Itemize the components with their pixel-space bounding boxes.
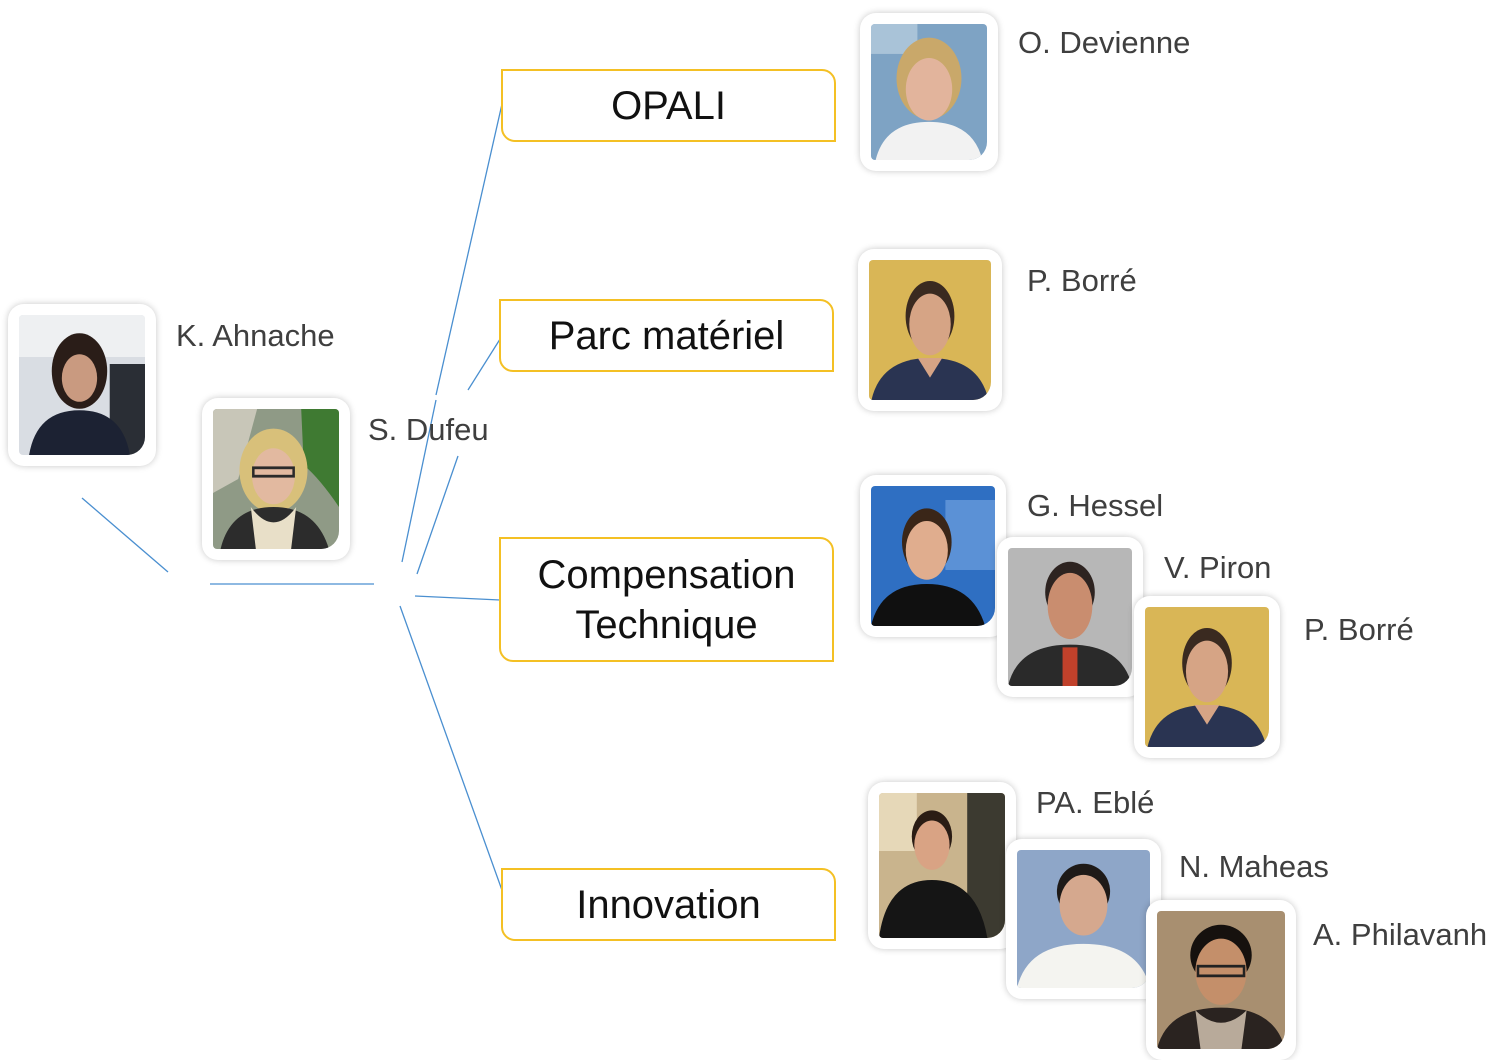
photo-p-borre-compensation xyxy=(1134,596,1280,758)
connector-to-opali xyxy=(435,103,503,396)
team-label-parc-materiel: Parc matériel xyxy=(548,313,785,358)
connector-root-diagonal xyxy=(81,497,169,573)
team-box-innovation: Innovation xyxy=(501,868,836,941)
name-pa-eble: PA. Eblé xyxy=(1036,785,1155,820)
connector-to-parc-lower xyxy=(401,399,437,563)
photo-s-dufeu xyxy=(202,398,350,560)
name-k-ahnache: K. Ahnache xyxy=(176,318,335,353)
name-o-devienne: O. Devienne xyxy=(1018,25,1191,60)
connector-to-compensation-upper xyxy=(416,455,459,575)
team-label-compensation-technique: Compensation Technique xyxy=(537,552,796,647)
connector-to-innovation xyxy=(399,605,504,894)
photo-g-hessel xyxy=(860,475,1006,637)
photo-n-maheas xyxy=(1006,839,1161,999)
team-box-opali: OPALI xyxy=(501,69,836,142)
name-s-dufeu: S. Dufeu xyxy=(368,412,489,447)
name-p-borre-parc: P. Borré xyxy=(1027,263,1137,298)
name-a-philavanh: A. Philavanh xyxy=(1313,917,1488,952)
connector-to-compensation xyxy=(414,595,501,601)
name-g-hessel: G. Hessel xyxy=(1027,488,1164,523)
photo-pa-eble xyxy=(868,782,1016,949)
photo-v-piron xyxy=(997,537,1143,697)
connector-to-parc xyxy=(467,335,503,391)
photo-a-philavanh xyxy=(1146,900,1296,1060)
photo-p-borre-parc xyxy=(858,249,1002,411)
name-n-maheas: N. Maheas xyxy=(1179,849,1329,884)
photo-o-devienne xyxy=(860,13,998,171)
team-box-compensation-technique: Compensation Technique xyxy=(499,537,834,662)
team-label-opali: OPALI xyxy=(611,83,726,128)
team-label-innovation: Innovation xyxy=(576,882,761,927)
name-p-borre-compensation: P. Borré xyxy=(1304,612,1414,647)
team-box-parc-materiel: Parc matériel xyxy=(499,299,834,372)
name-v-piron: V. Piron xyxy=(1164,550,1272,585)
photo-k-ahnache xyxy=(8,304,156,466)
